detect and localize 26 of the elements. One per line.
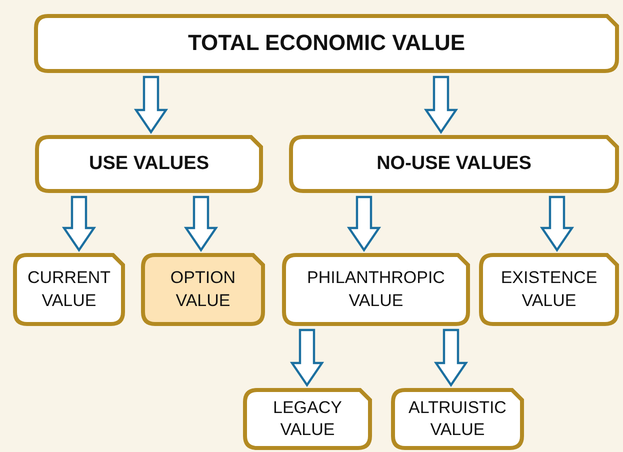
block-arrow [184,196,218,252]
box-label: EXISTENCE VALUE [500,267,598,312]
block-arrow [540,196,574,252]
value-box [243,388,372,450]
box-label: CURRENT VALUE [26,267,112,312]
value-box [391,388,524,450]
value-box [282,253,470,326]
block-arrow [346,196,382,252]
value-box [35,135,263,193]
block-arrow [62,196,96,252]
value-box [479,253,619,326]
value-box [13,253,125,326]
value-box [141,253,265,326]
block-arrow [424,76,458,134]
block-arrow [434,328,468,387]
value-box [289,135,619,193]
box-label: TOTAL ECONOMIC VALUE [188,29,466,58]
block-arrow [134,76,168,134]
box-label: NO-USE VALUES [376,152,532,176]
box-label: LEGACY VALUE [272,396,343,441]
block-arrow [290,328,324,387]
box-label: ALTRUISTIC VALUE [408,396,508,441]
box-label: OPTION VALUE [169,267,237,312]
box-label: USE VALUES [88,152,209,176]
box-label: PHILANTHROPIC VALUE [306,267,446,312]
value-box [34,14,619,73]
